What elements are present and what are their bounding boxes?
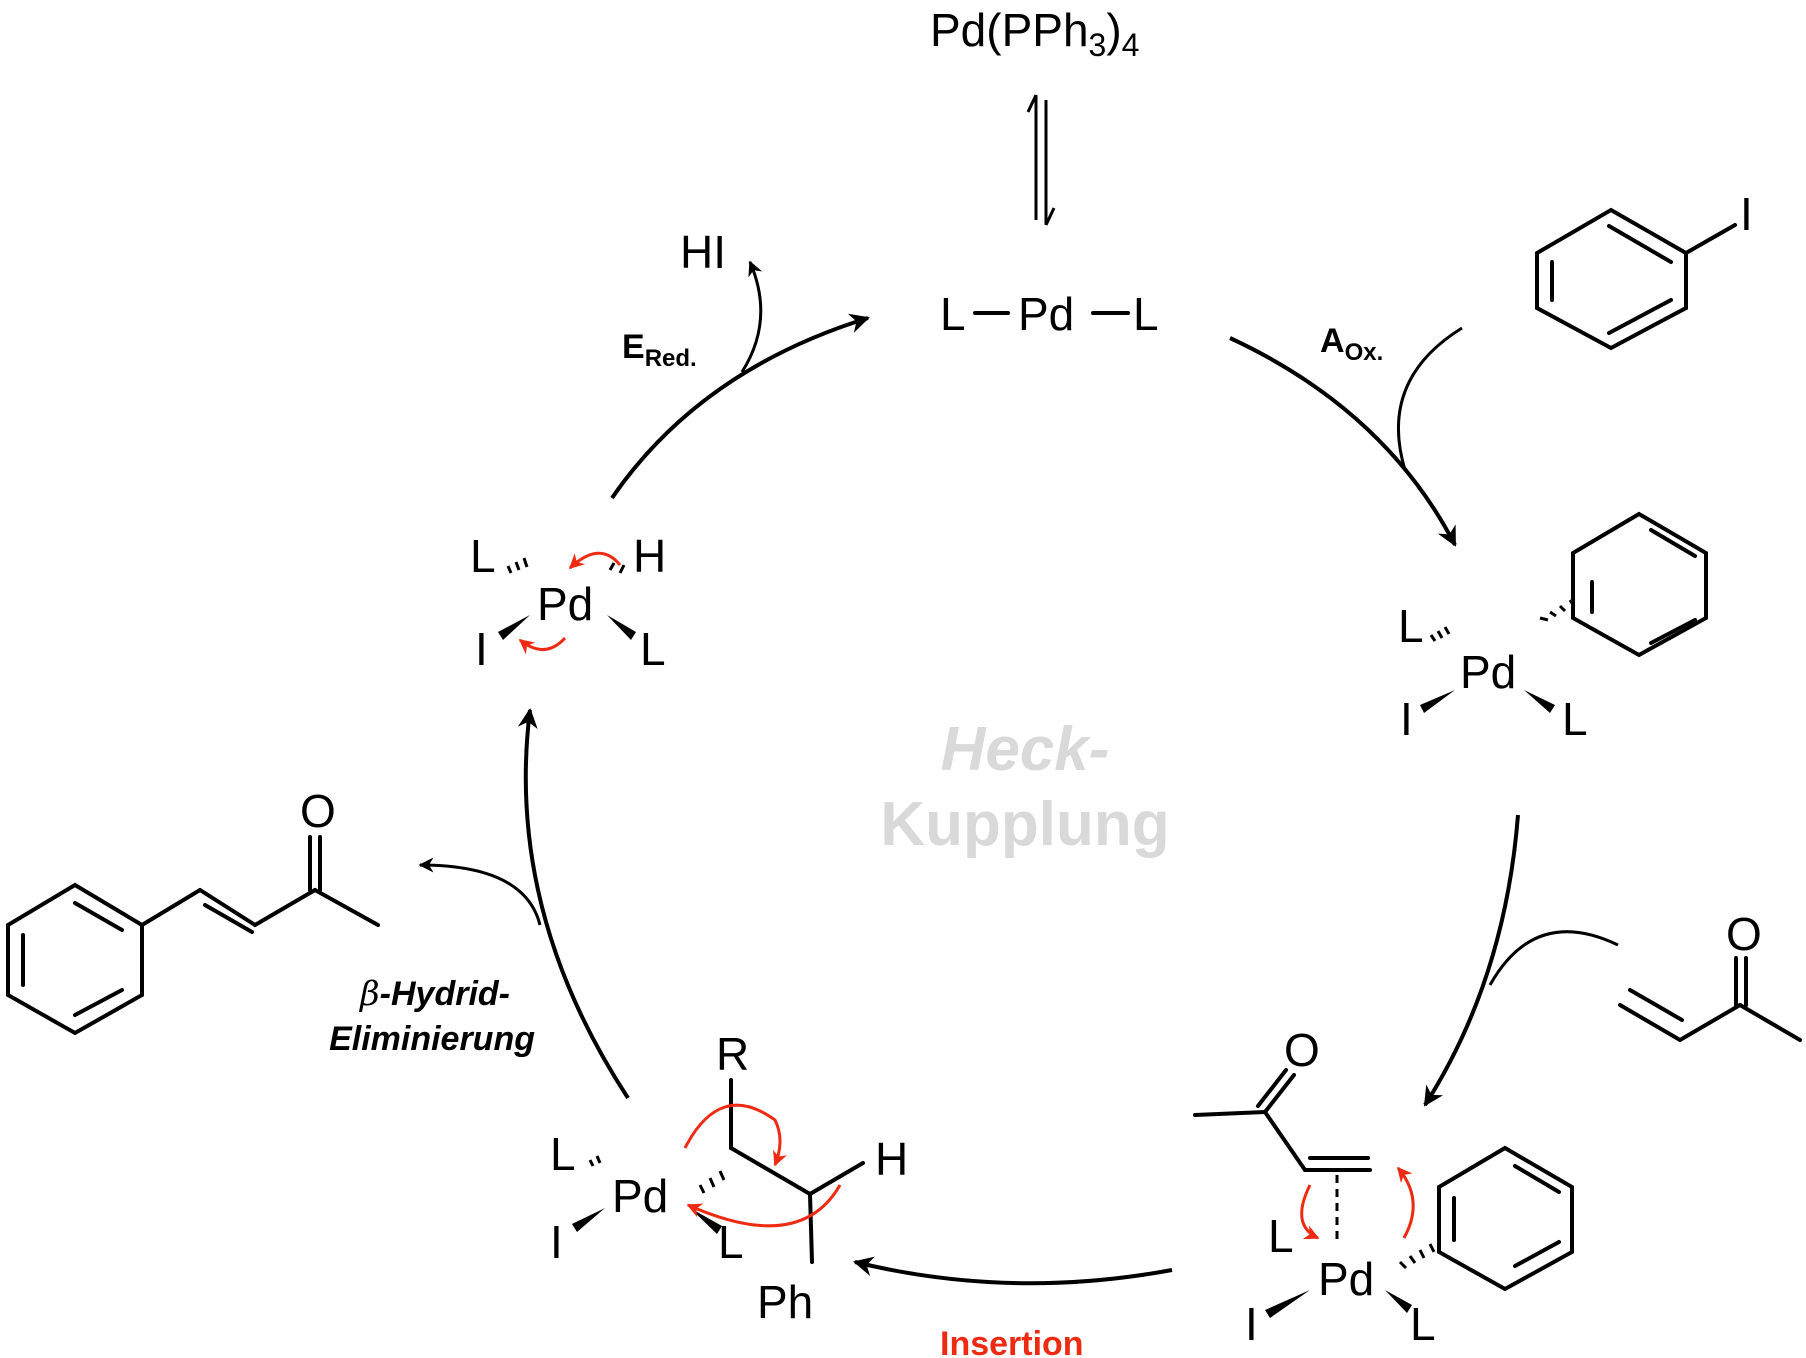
precursor-label: Pd(PPh3)4: [930, 4, 1139, 63]
cycle-title-main: Heck-: [941, 715, 1110, 784]
label-beta-hydride-line2: Eliminierung: [329, 1020, 535, 1058]
svg-text:Pd: Pd: [1318, 1253, 1374, 1305]
arrow-insertion: [853, 1256, 1173, 1286]
iodobenzene: I: [1535, 188, 1753, 351]
equilibrium-arrows: [1026, 94, 1056, 226]
svg-text:L: L: [1398, 600, 1424, 652]
cycle-title-sub: Kupplung: [880, 790, 1169, 859]
pd0-complex: L Pd L: [940, 288, 1159, 340]
svg-text:L: L: [1268, 1210, 1294, 1262]
sigma-phenyl: Ph: [757, 1276, 813, 1328]
label-insertion: Insertion: [940, 1325, 1084, 1358]
arrow-beta-hydride: [517, 708, 630, 1100]
svg-text:L: L: [640, 623, 666, 675]
label-beta-hydride-line1: β-Hydrid-: [358, 974, 510, 1014]
pd0-ligand-right: L: [1133, 288, 1159, 340]
pi-complex-oxygen: O: [1284, 1024, 1320, 1076]
pd0-ligand-left: L: [940, 288, 966, 340]
svg-text:L: L: [1410, 1298, 1436, 1350]
enone-oxygen: O: [1726, 908, 1762, 960]
svg-text:Pd: Pd: [612, 1170, 668, 1222]
arrow-product-out: [418, 857, 542, 926]
arrow-coordination: [1423, 814, 1520, 1107]
arrow-iodobenzene-in: [1397, 326, 1463, 471]
svg-text:Pd: Pd: [1460, 646, 1516, 698]
pd0-metal: Pd: [1018, 288, 1074, 340]
oxadd-complex: L Pd I L: [1398, 511, 1708, 745]
svg-text:L: L: [1562, 693, 1588, 745]
sigma-complex: R H Ph L Pd I L: [550, 1028, 908, 1328]
pi-complex: O L Pd I L: [1193, 1024, 1574, 1350]
arrow-hi-out: [740, 260, 763, 373]
svg-text:Pd: Pd: [537, 578, 593, 630]
label-reductive-elimination: ERed.: [622, 328, 697, 372]
label-oxidative-addition: AOx.: [1320, 322, 1383, 366]
product-benzalacetone: O: [6, 785, 380, 1036]
svg-text:L: L: [470, 530, 496, 582]
arrow-oxidative-addition: [1229, 336, 1457, 547]
svg-text:I: I: [1245, 1298, 1258, 1350]
sigma-R-group: R: [716, 1028, 749, 1080]
svg-text:L: L: [718, 1216, 744, 1268]
svg-text:I: I: [475, 623, 488, 675]
hydride-complex: L H Pd I L: [470, 530, 666, 675]
arrow-enone-in: [1488, 930, 1619, 986]
sigma-hydrogen: H: [875, 1133, 908, 1185]
svg-text:I: I: [1400, 693, 1413, 745]
svg-text:H: H: [633, 530, 666, 582]
iodobenzene-iodine: I: [1740, 188, 1753, 240]
svg-text:L: L: [550, 1128, 576, 1180]
enone-reagent: O: [1618, 908, 1802, 1042]
byproduct-hi: HI: [680, 226, 726, 278]
product-oxygen: O: [300, 785, 336, 837]
arrow-reductive-elimination: [610, 313, 870, 500]
cycle-arrows: [418, 260, 1619, 1286]
svg-text:I: I: [550, 1216, 563, 1268]
